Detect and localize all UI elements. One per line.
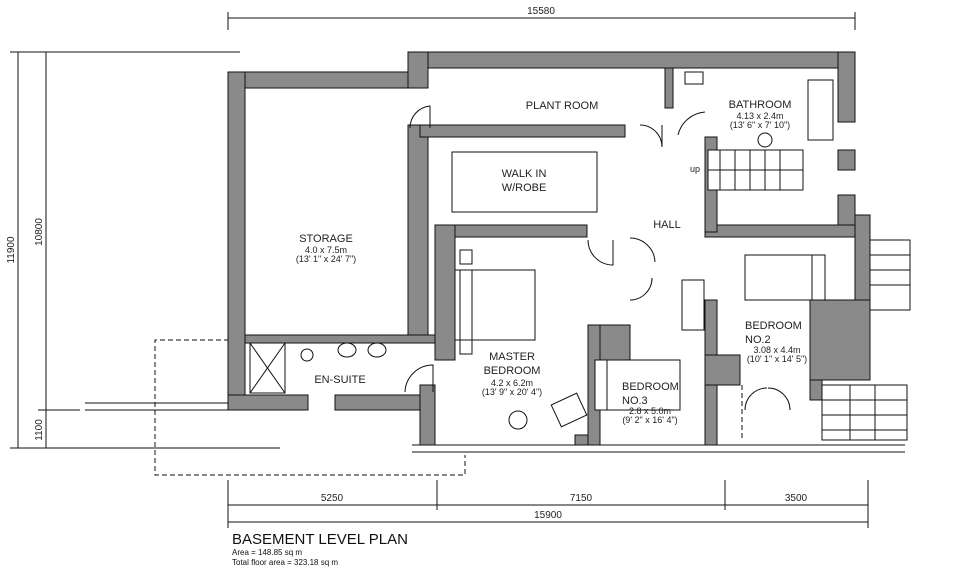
walls [227, 51, 871, 446]
walk-in-label-2: W/ROBE [502, 182, 547, 194]
bedroom2-imperial: (10' 1" x 14' 5") [747, 354, 807, 364]
bedroom3-label-1: BEDROOM [622, 381, 679, 393]
plan-area: Area = 148.85 sq m [232, 548, 303, 557]
master-label-2: BEDROOM [484, 365, 541, 377]
master-imperial: (13' 9" x 20' 4") [482, 387, 542, 397]
stair-up-label: up [690, 164, 700, 174]
master-metric: 4.2 x 6.2m [491, 378, 533, 388]
dimension-top: 15580 [227, 6, 856, 30]
walk-in-label-1: WALK IN [502, 168, 547, 180]
door-swings [404, 105, 791, 411]
hall-label: HALL [653, 219, 681, 231]
bathroom-metric: 4.13 x 2.4m [736, 111, 783, 121]
dimension-segment-1: 5250 [321, 493, 344, 504]
plant-room-label: PLANT ROOM [526, 100, 599, 112]
bathroom-imperial: (13' 6" x 7' 10") [730, 120, 790, 130]
plan-title: BASEMENT LEVEL PLAN [232, 531, 408, 548]
ensuite-label: EN-SUITE [314, 374, 365, 386]
terrace-outline [85, 339, 905, 476]
storage-metric: 4.0 x 7.5m [305, 245, 347, 255]
plan-total-area: Total floor area = 323.18 sq m [232, 558, 339, 567]
bedroom3-imperial: (9' 2" x 16' 4") [622, 415, 677, 425]
dimension-bottom: 5250 7150 3500 15900 [227, 480, 869, 528]
room-labels: PLANT ROOM BATHROOM 4.13 x 2.4m (13' 6" … [296, 99, 807, 425]
storage-label: STORAGE [299, 233, 353, 245]
bedroom2-label-2: NO.2 [745, 334, 771, 346]
dimension-lower-height: 1100 [34, 419, 45, 441]
dimension-segment-2: 7150 [570, 493, 593, 504]
dimension-bottom-width: 15900 [534, 510, 562, 521]
bedroom2-metric: 3.08 x 4.4m [753, 345, 800, 355]
plan-caption: BASEMENT LEVEL PLAN Area = 148.85 sq m T… [232, 532, 408, 568]
stairs [707, 149, 911, 441]
bedroom3-metric: 2.8 x 5.0m [629, 406, 671, 416]
master-label-1: MASTER [489, 351, 535, 363]
bedroom2-label-1: BEDROOM [745, 320, 802, 332]
fixtures [249, 71, 834, 430]
bedroom3-label-2: NO.3 [622, 395, 648, 407]
dimension-left: 11900 10800 1100 [6, 51, 280, 449]
dimension-segment-3: 3500 [785, 493, 808, 504]
dimension-top-label: 15580 [527, 6, 555, 17]
dimension-inner-height: 10800 [34, 218, 45, 246]
bathroom-label: BATHROOM [729, 99, 792, 111]
dimension-outer-height: 11900 [6, 236, 17, 264]
storage-imperial: (13' 1" x 24' 7") [296, 254, 356, 264]
